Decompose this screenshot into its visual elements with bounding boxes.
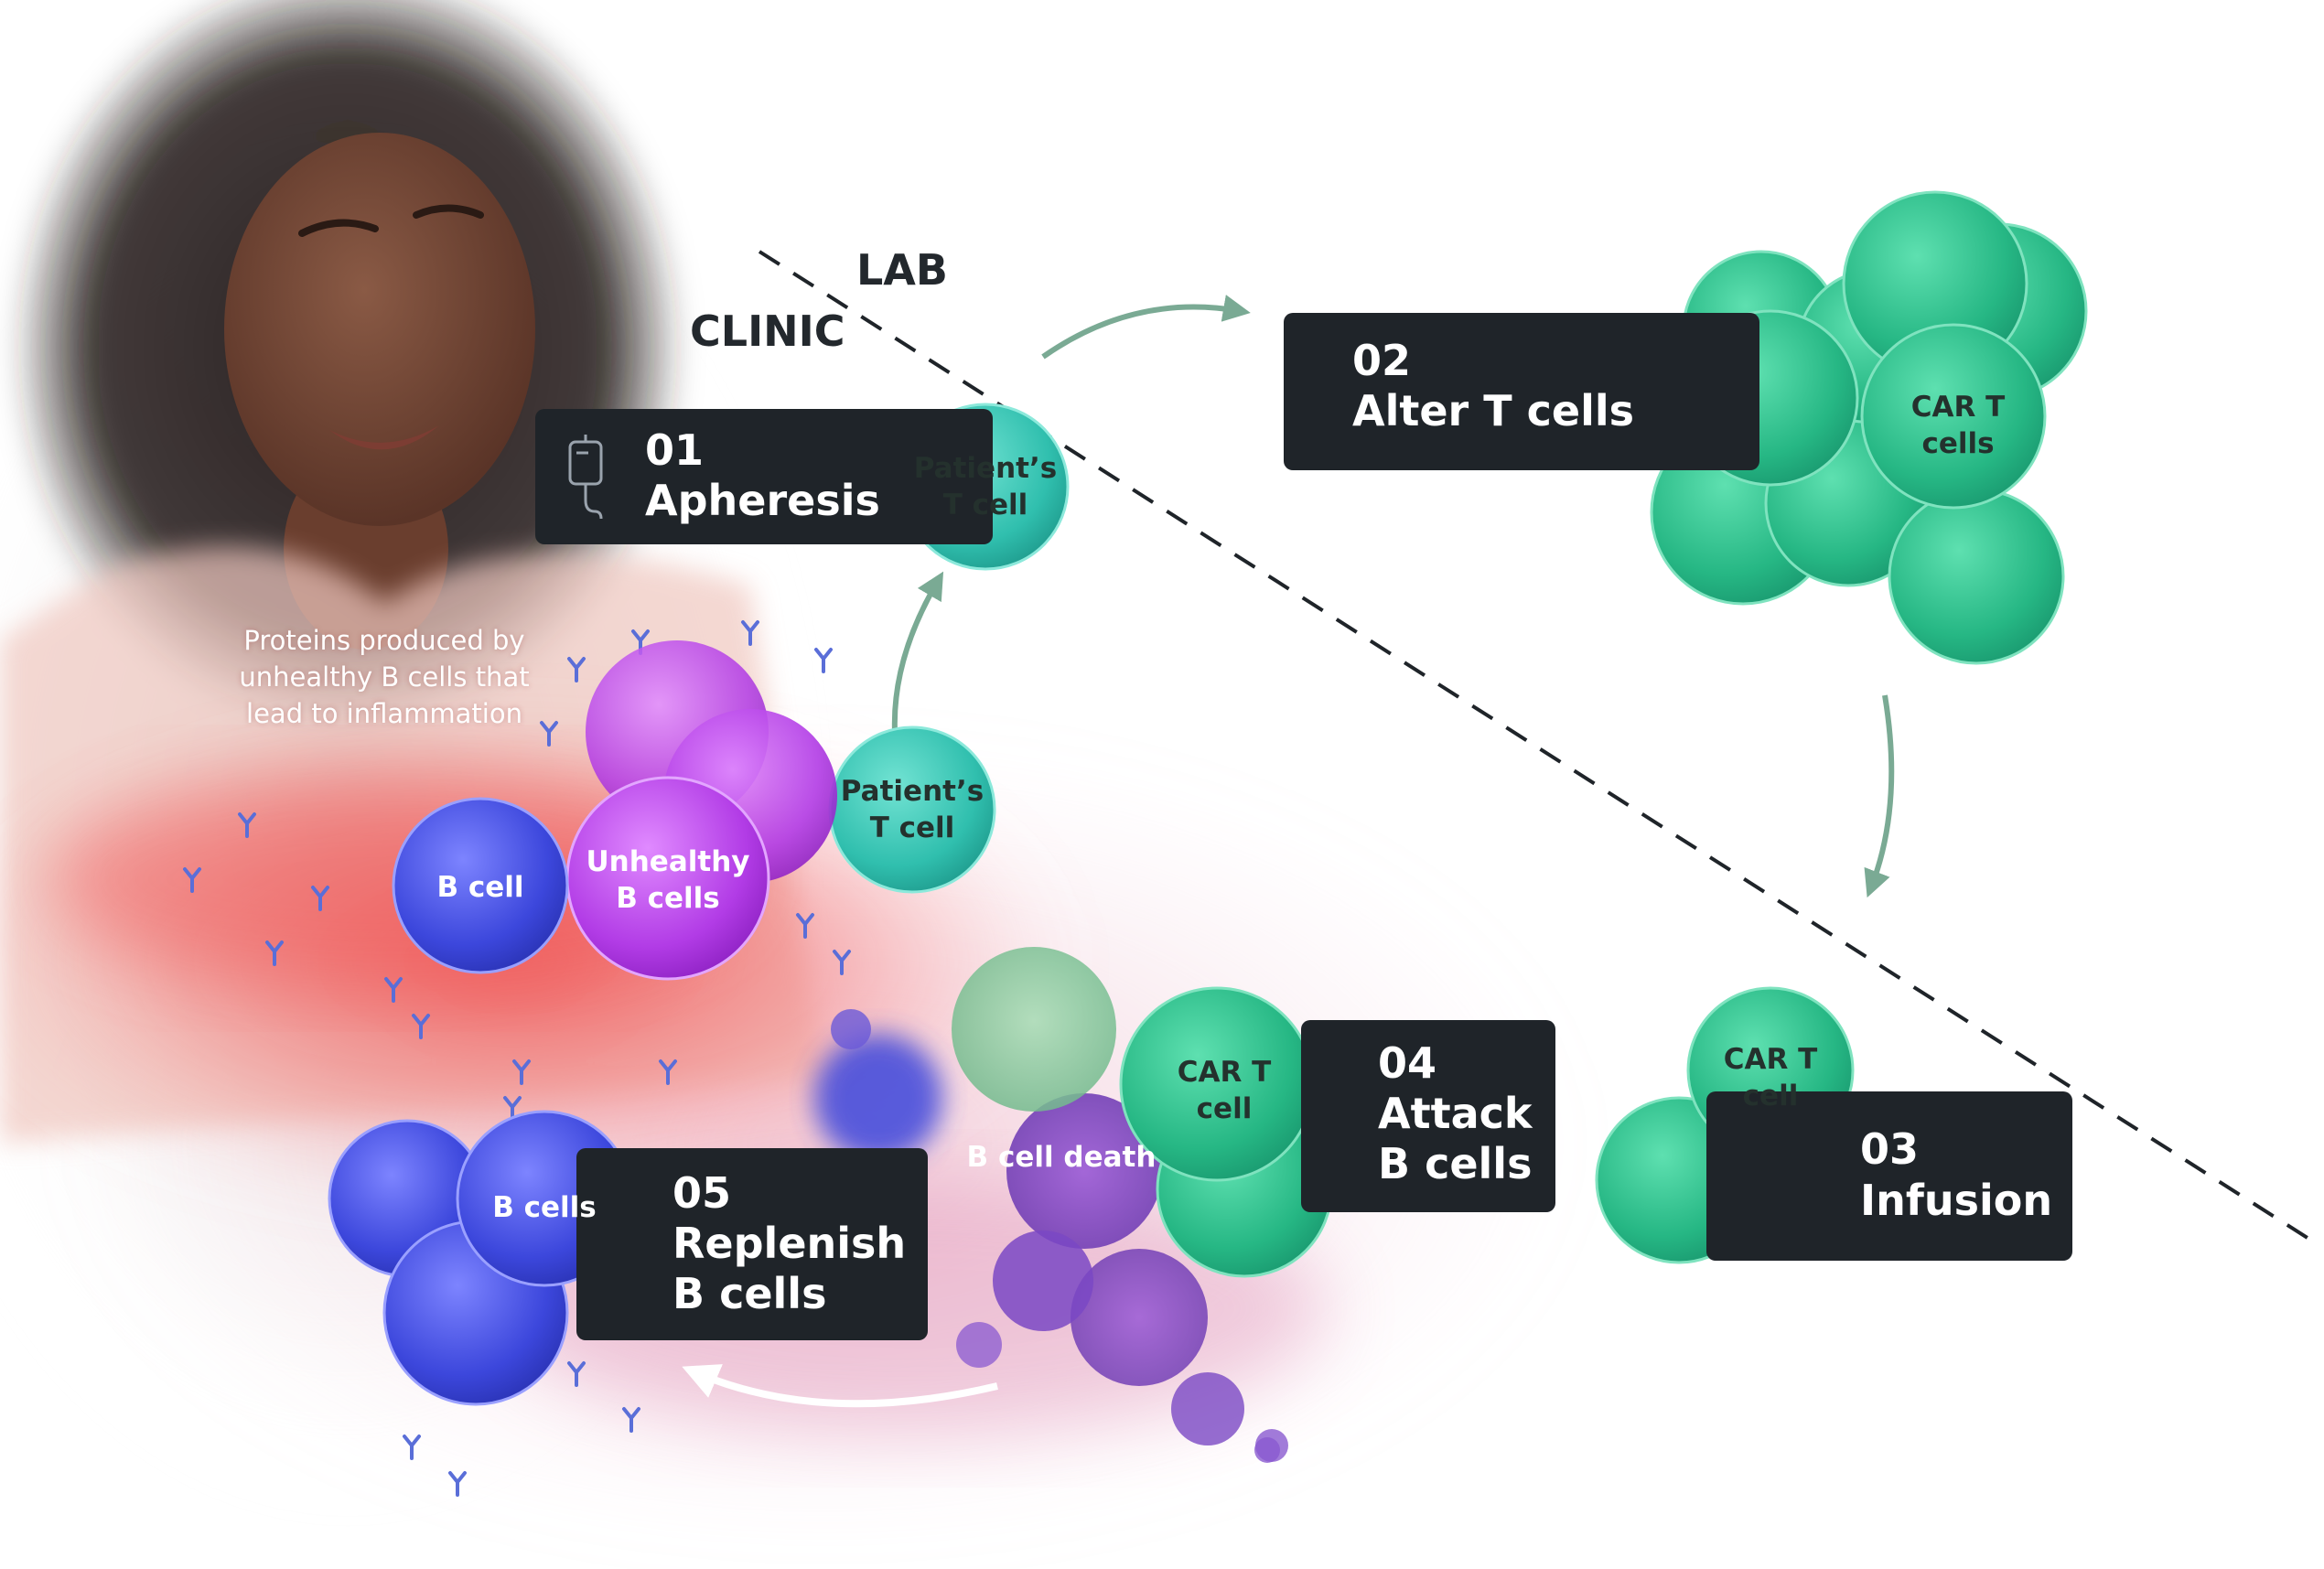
- dead-cell-fragment: [1171, 1372, 1244, 1445]
- antibody: [622, 1407, 640, 1433]
- dead-cell-fragment: [814, 1034, 942, 1162]
- patients-t-cell-lab-label: Patient’s T cell: [913, 452, 1058, 522]
- antibody: [659, 1059, 677, 1085]
- dead-cell-fragment: [993, 1230, 1093, 1331]
- step-number: 03: [1860, 1124, 1920, 1174]
- antibody: [741, 620, 759, 646]
- step-number: 01: [645, 425, 705, 475]
- lab-zone-label: LAB: [856, 245, 948, 295]
- antibody: [265, 940, 284, 966]
- dead-cell-fragment: [1071, 1249, 1208, 1386]
- dead-cell-fragment: [1006, 1093, 1162, 1249]
- patients-t-cell-clinic-label: Patient’s T cell: [840, 775, 984, 845]
- antibody: [814, 648, 833, 673]
- replenished-b-cells-label: B cells: [492, 1191, 597, 1224]
- step-number: 05: [672, 1168, 732, 1218]
- clinic-zone-label: CLINIC: [690, 306, 845, 356]
- step-title: Replenish B cells: [672, 1219, 907, 1319]
- infused-car-t-cell-label: CAR T cell: [1723, 1043, 1818, 1113]
- lips: [329, 425, 439, 450]
- face: [224, 133, 535, 526]
- step-01-apheresis: 01 Apheresis: [535, 409, 993, 544]
- step-title: Infusion: [1860, 1176, 2053, 1225]
- step-title: Alter T cells: [1352, 386, 1635, 435]
- car-t-cell: [1888, 488, 2065, 665]
- car-t-cells-label: CAR T cells: [1910, 391, 2006, 461]
- b-cell-label: B cell: [436, 871, 524, 904]
- iv-bag-icon: [568, 435, 603, 520]
- antibody: [567, 1361, 586, 1387]
- step-02-alter-t-cells: 02 Alter T cells: [1284, 313, 1759, 470]
- inflammation-proteins-annotation: Proteins produced by unhealthy B cells t…: [239, 625, 530, 730]
- antibody: [567, 657, 586, 682]
- antibody: [183, 867, 201, 893]
- arrow-apheresis-to-alter: [1041, 295, 1251, 360]
- lab-clinic-divider: [758, 250, 2312, 1241]
- antibody: [540, 721, 558, 747]
- antibody: [311, 886, 329, 911]
- dead-cell-fragment: [831, 1009, 871, 1049]
- step-number: 04: [1378, 1038, 1437, 1088]
- step-03-infusion: 03 Infusion: [1706, 1091, 2072, 1261]
- antibody: [412, 1014, 430, 1039]
- car-t-cell: [1860, 323, 2047, 510]
- attacking-car-t-cell-label: CAR T cell: [1177, 1056, 1272, 1126]
- dying-b-cells: [814, 947, 1288, 1463]
- car-t-cluster: [1650, 190, 2088, 665]
- antibody: [448, 1471, 467, 1497]
- dead-cell-fragment: [956, 1322, 1002, 1368]
- arrow-alter-to-infusion: [1864, 694, 1895, 898]
- antibody: [403, 1435, 421, 1460]
- antibodies: [183, 620, 851, 1497]
- step-title: Attack B cells: [1378, 1089, 1533, 1189]
- arrow-tcell-to-apheresis: [891, 571, 944, 733]
- step-title: Apheresis: [645, 476, 880, 525]
- b-cell-death-label: B cell death: [966, 1141, 1157, 1174]
- antibody: [238, 812, 256, 838]
- antibody: [833, 950, 851, 975]
- antibody: [512, 1059, 531, 1085]
- step-04-attack-b-cells: 04 Attack B cells: [1301, 1020, 1555, 1212]
- antibody: [796, 913, 814, 939]
- dead-cell-fragment: [1254, 1437, 1280, 1463]
- antibody: [384, 977, 403, 1003]
- ghost-t-cell: [952, 947, 1116, 1112]
- step-number: 02: [1352, 336, 1412, 385]
- b-cell: [392, 797, 569, 974]
- unhealthy-b-cells-label: Unhealthy B cells: [586, 845, 750, 916]
- step-05-replenish-b-cells: 05 Replenish B cells: [576, 1148, 928, 1340]
- eyebrows: [298, 204, 484, 237]
- arrow-death-to-replenish: [682, 1364, 998, 1408]
